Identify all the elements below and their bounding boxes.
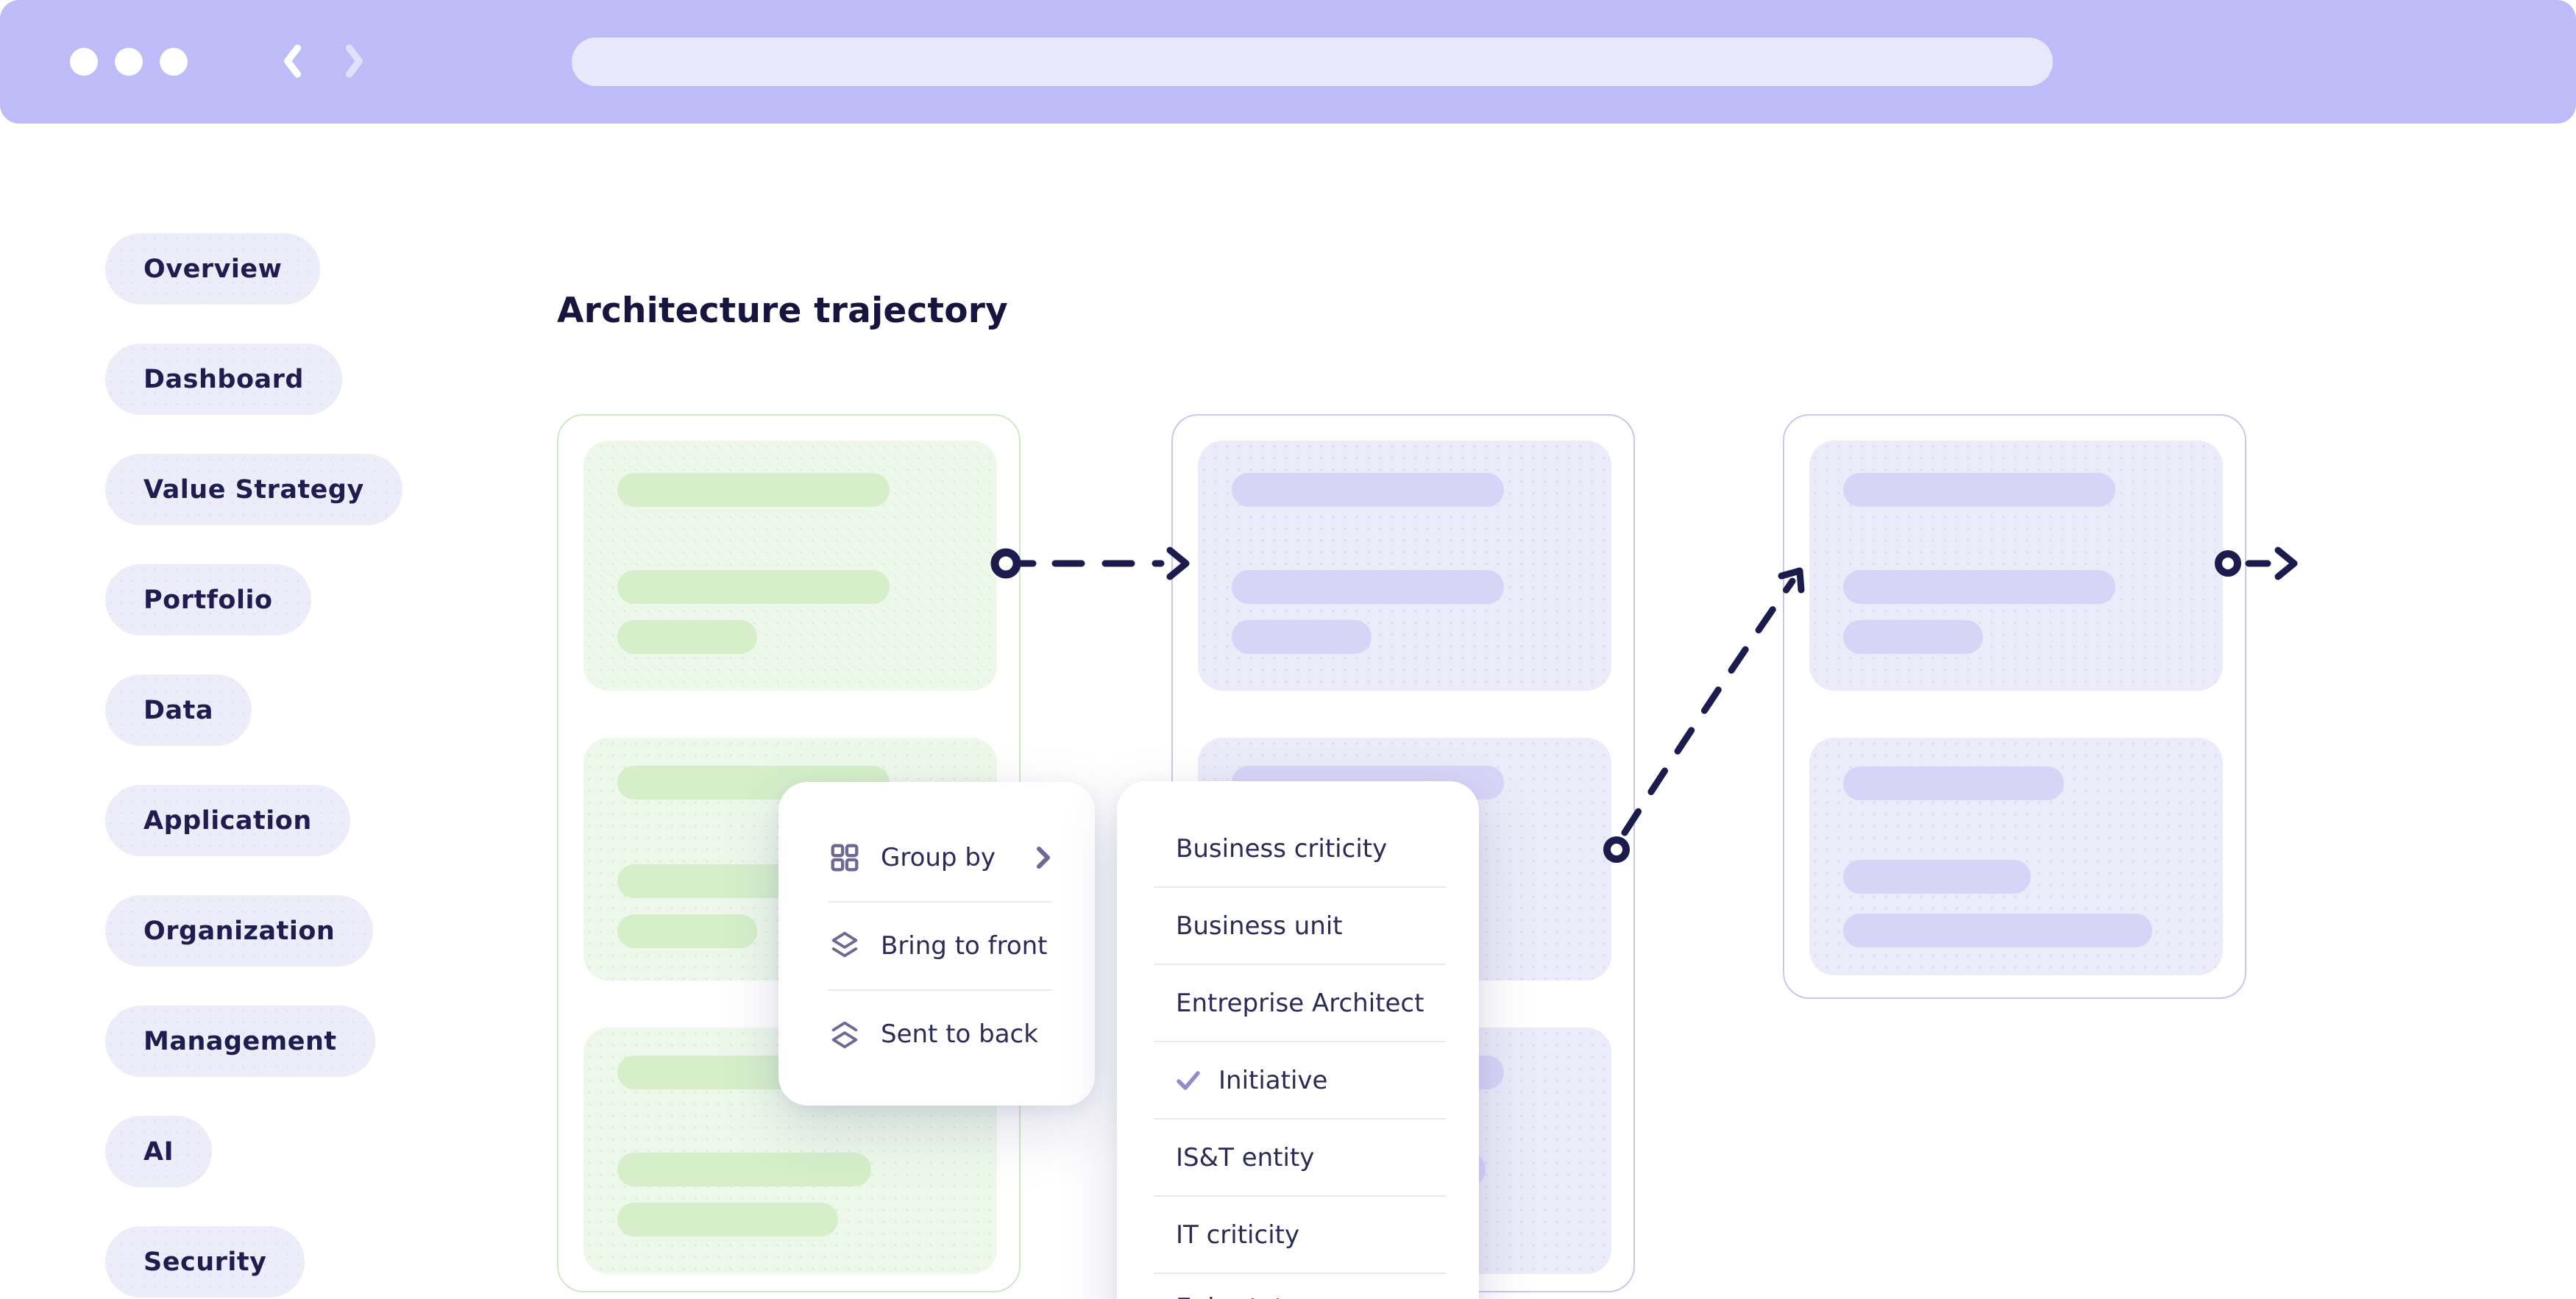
placeholder-text-bar [1843, 914, 2152, 947]
context-menu-item-group-by[interactable]: Group by [778, 814, 1095, 901]
sidebar-item-organization[interactable]: Organization [105, 895, 374, 967]
submenu-item-initiative[interactable]: Initiative [1117, 1042, 1479, 1118]
window-dot[interactable] [160, 48, 188, 76]
menu-item-label: Bring to front [881, 931, 1048, 961]
submenu-item-label: Business unit [1176, 911, 1343, 941]
submenu-item-business-unit[interactable]: Business unit [1117, 888, 1479, 964]
placeholder-text-bar [617, 473, 890, 507]
menu-divider [1154, 1118, 1446, 1120]
browser-topbar [0, 0, 2576, 124]
connector-2 [1603, 567, 1805, 863]
placeholder-text-bar [1843, 766, 2064, 800]
sidebar-item-security[interactable]: Security [105, 1226, 305, 1298]
sidebar-item-ai[interactable]: AI [105, 1116, 213, 1187]
submenu-item-label: IS&T entity [1176, 1142, 1315, 1172]
context-menu-item-bring-to-front[interactable]: Bring to front [778, 903, 1095, 989]
back-button[interactable] [282, 0, 302, 124]
menu-item-label: Group by [881, 843, 996, 872]
sidebar-item-application[interactable]: Application [105, 785, 350, 856]
submenu-item-label: IT criticity [1176, 1220, 1300, 1250]
placeholder-text-bar [1232, 570, 1504, 604]
card-column-3[interactable] [1783, 414, 2246, 999]
window-dot[interactable] [70, 48, 98, 76]
chevron-left-icon [282, 44, 302, 80]
page-title: Architecture trajectory [557, 291, 1008, 331]
placeholder-text-bar [617, 570, 890, 604]
sidebar-item-data[interactable]: Data [105, 675, 252, 746]
submenu-item-entreprise-architect[interactable]: Entreprise Architect [1117, 965, 1479, 1041]
menu-divider [1154, 964, 1446, 965]
menu-divider [1154, 886, 1446, 888]
submenu-item-label: Business criticity [1176, 833, 1388, 864]
placeholder-text-bar [1843, 570, 2115, 604]
bring-to-front-icon [828, 929, 862, 963]
window-controls [70, 0, 188, 124]
menu-divider [1154, 1273, 1446, 1274]
chevron-right-icon [344, 44, 365, 80]
placeholder-text-bar [617, 1203, 838, 1236]
submenu-item-label: Epic status [1176, 1293, 1313, 1299]
send-to-back-icon [828, 1017, 862, 1051]
sidebar-item-overview[interactable]: Overview [105, 233, 321, 305]
placeholder-text-bar [1843, 473, 2115, 507]
menu-divider [828, 989, 1052, 991]
submenu-item-label: Entreprise Architect [1176, 988, 1424, 1018]
placeholder-text-bar [1232, 473, 1504, 507]
submenu-item-it-criticity[interactable]: IT criticity [1117, 1197, 1479, 1273]
placeholder-card [1198, 441, 1611, 691]
placeholder-text-bar [617, 620, 757, 654]
forward-button[interactable] [344, 0, 365, 124]
placeholder-card [1809, 441, 2223, 691]
arrow-head-icon [2274, 547, 2298, 580]
window-dot[interactable] [115, 48, 143, 76]
sidebar-item-value-strategy[interactable]: Value Strategy [105, 454, 402, 525]
submenu-item-epic-status[interactable]: Epic status [1117, 1274, 1479, 1299]
placeholder-text-bar [617, 1153, 871, 1186]
submenu-item-business-criticity[interactable]: Business criticity [1117, 811, 1479, 886]
chevron-right-icon [1035, 845, 1052, 870]
placeholder-text-bar [617, 914, 757, 948]
sidebar-item-dashboard[interactable]: Dashboard [105, 344, 342, 415]
url-bar[interactable] [572, 38, 2053, 86]
menu-item-label: Sent to back [881, 1019, 1038, 1049]
context-menu-item-sent-to-back[interactable]: Sent to back [778, 991, 1095, 1078]
placeholder-card [1809, 738, 2223, 975]
placeholder-text-bar [1843, 860, 2031, 894]
placeholder-card [583, 441, 997, 691]
sidebar-item-portfolio[interactable]: Portfolio [105, 564, 311, 636]
placeholder-text-bar [1232, 620, 1372, 654]
menu-divider [1154, 1195, 1446, 1197]
menu-divider [828, 901, 1052, 903]
sidebar-item-management[interactable]: Management [105, 1006, 375, 1077]
check-icon [1176, 1070, 1201, 1092]
submenu-item-label: Initiative [1218, 1065, 1328, 1095]
grid-icon [828, 841, 862, 875]
menu-divider [1154, 1041, 1446, 1042]
connector-1 [990, 547, 1190, 580]
submenu-item-is-t-entity[interactable]: IS&T entity [1117, 1120, 1479, 1195]
placeholder-text-bar [1843, 620, 1983, 654]
